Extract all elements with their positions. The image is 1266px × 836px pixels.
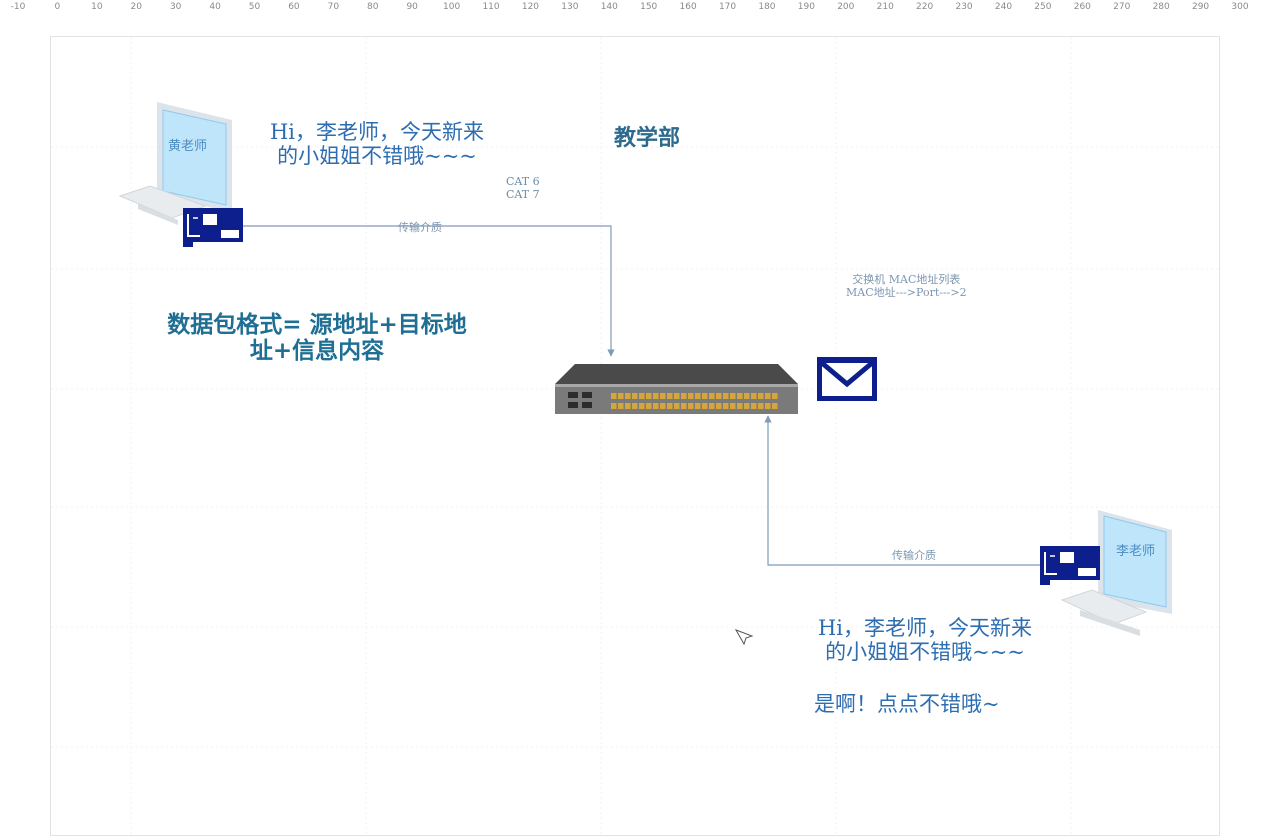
ruler-tick: 170 [718, 2, 737, 12]
ruler-tick: 180 [758, 2, 776, 12]
mac-table-label: 交换机 MAC地址列表 MAC地址--->Port--->2 [846, 273, 967, 299]
ruler-tick: 210 [876, 2, 894, 12]
ruler-tick: 200 [837, 2, 855, 12]
ruler-tick: 20 [130, 2, 142, 12]
ruler-tick: 10 [91, 2, 103, 12]
ruler-tick: 50 [248, 2, 261, 12]
ruler-tick: 220 [916, 2, 934, 12]
ruler-tick: 60 [288, 2, 300, 12]
ruler-tick: 130 [561, 2, 579, 12]
ruler-tick: 30 [169, 2, 182, 12]
packet-format-label: 数据包格式= 源地址+目标地 址+信息内容 [167, 312, 467, 365]
computer-label-right: 李老师 [1116, 544, 1156, 559]
ruler-tick: 160 [679, 2, 697, 12]
ruler-tick: 70 [327, 2, 340, 12]
cable-bottom[interactable] [764, 415, 1042, 566]
ruler-tick: 140 [600, 2, 618, 12]
ruler-tick: 270 [1113, 2, 1131, 12]
computer-label-left: 黄老师 [168, 139, 208, 154]
ruler-tick: 190 [797, 2, 815, 12]
ruler-tick: 120 [521, 2, 540, 12]
ruler-tick: 110 [482, 2, 500, 12]
department-label: 教学部 [614, 126, 681, 151]
chat-reply-right: 是啊！点点不错哦~ [814, 692, 1000, 716]
ruler-tick: 100 [443, 2, 461, 12]
ruler-tick: 80 [367, 2, 379, 12]
ruler-tick: 40 [209, 2, 221, 12]
ruler-tick: 280 [1152, 2, 1170, 12]
chat-message-right: Hi，李老师，今天新来 的小姐姐不错哦~~~ [817, 616, 1033, 665]
cable-type-label: CAT 6 CAT 7 [506, 175, 540, 201]
ruler-tick: 290 [1191, 2, 1210, 12]
ruler-tick: 150 [640, 2, 658, 12]
ruler-tick: -10 [10, 2, 26, 12]
ruler-tick: 250 [1034, 2, 1052, 12]
ruler-tick: 0 [54, 2, 61, 12]
diagram-canvas [50, 36, 1220, 836]
ruler-tick: 90 [406, 2, 418, 12]
ruler-tick: 230 [955, 2, 973, 12]
top-ruler: -10 0 10 20 30 40 50 60 70 80 90 100 110 120 130 140 150… [0, 0, 1266, 18]
medium-label-top: 传输介质 [398, 221, 442, 234]
medium-label-bottom: 传输介质 [892, 549, 936, 562]
ruler-tick: 300 [1231, 2, 1249, 12]
chat-message-left: Hi，李老师，今天新来 的小姐姐不错哦~~~ [269, 120, 485, 169]
cable-top[interactable] [240, 225, 615, 357]
ruler-tick: 260 [1073, 2, 1091, 12]
ruler-tick: 240 [994, 2, 1013, 12]
